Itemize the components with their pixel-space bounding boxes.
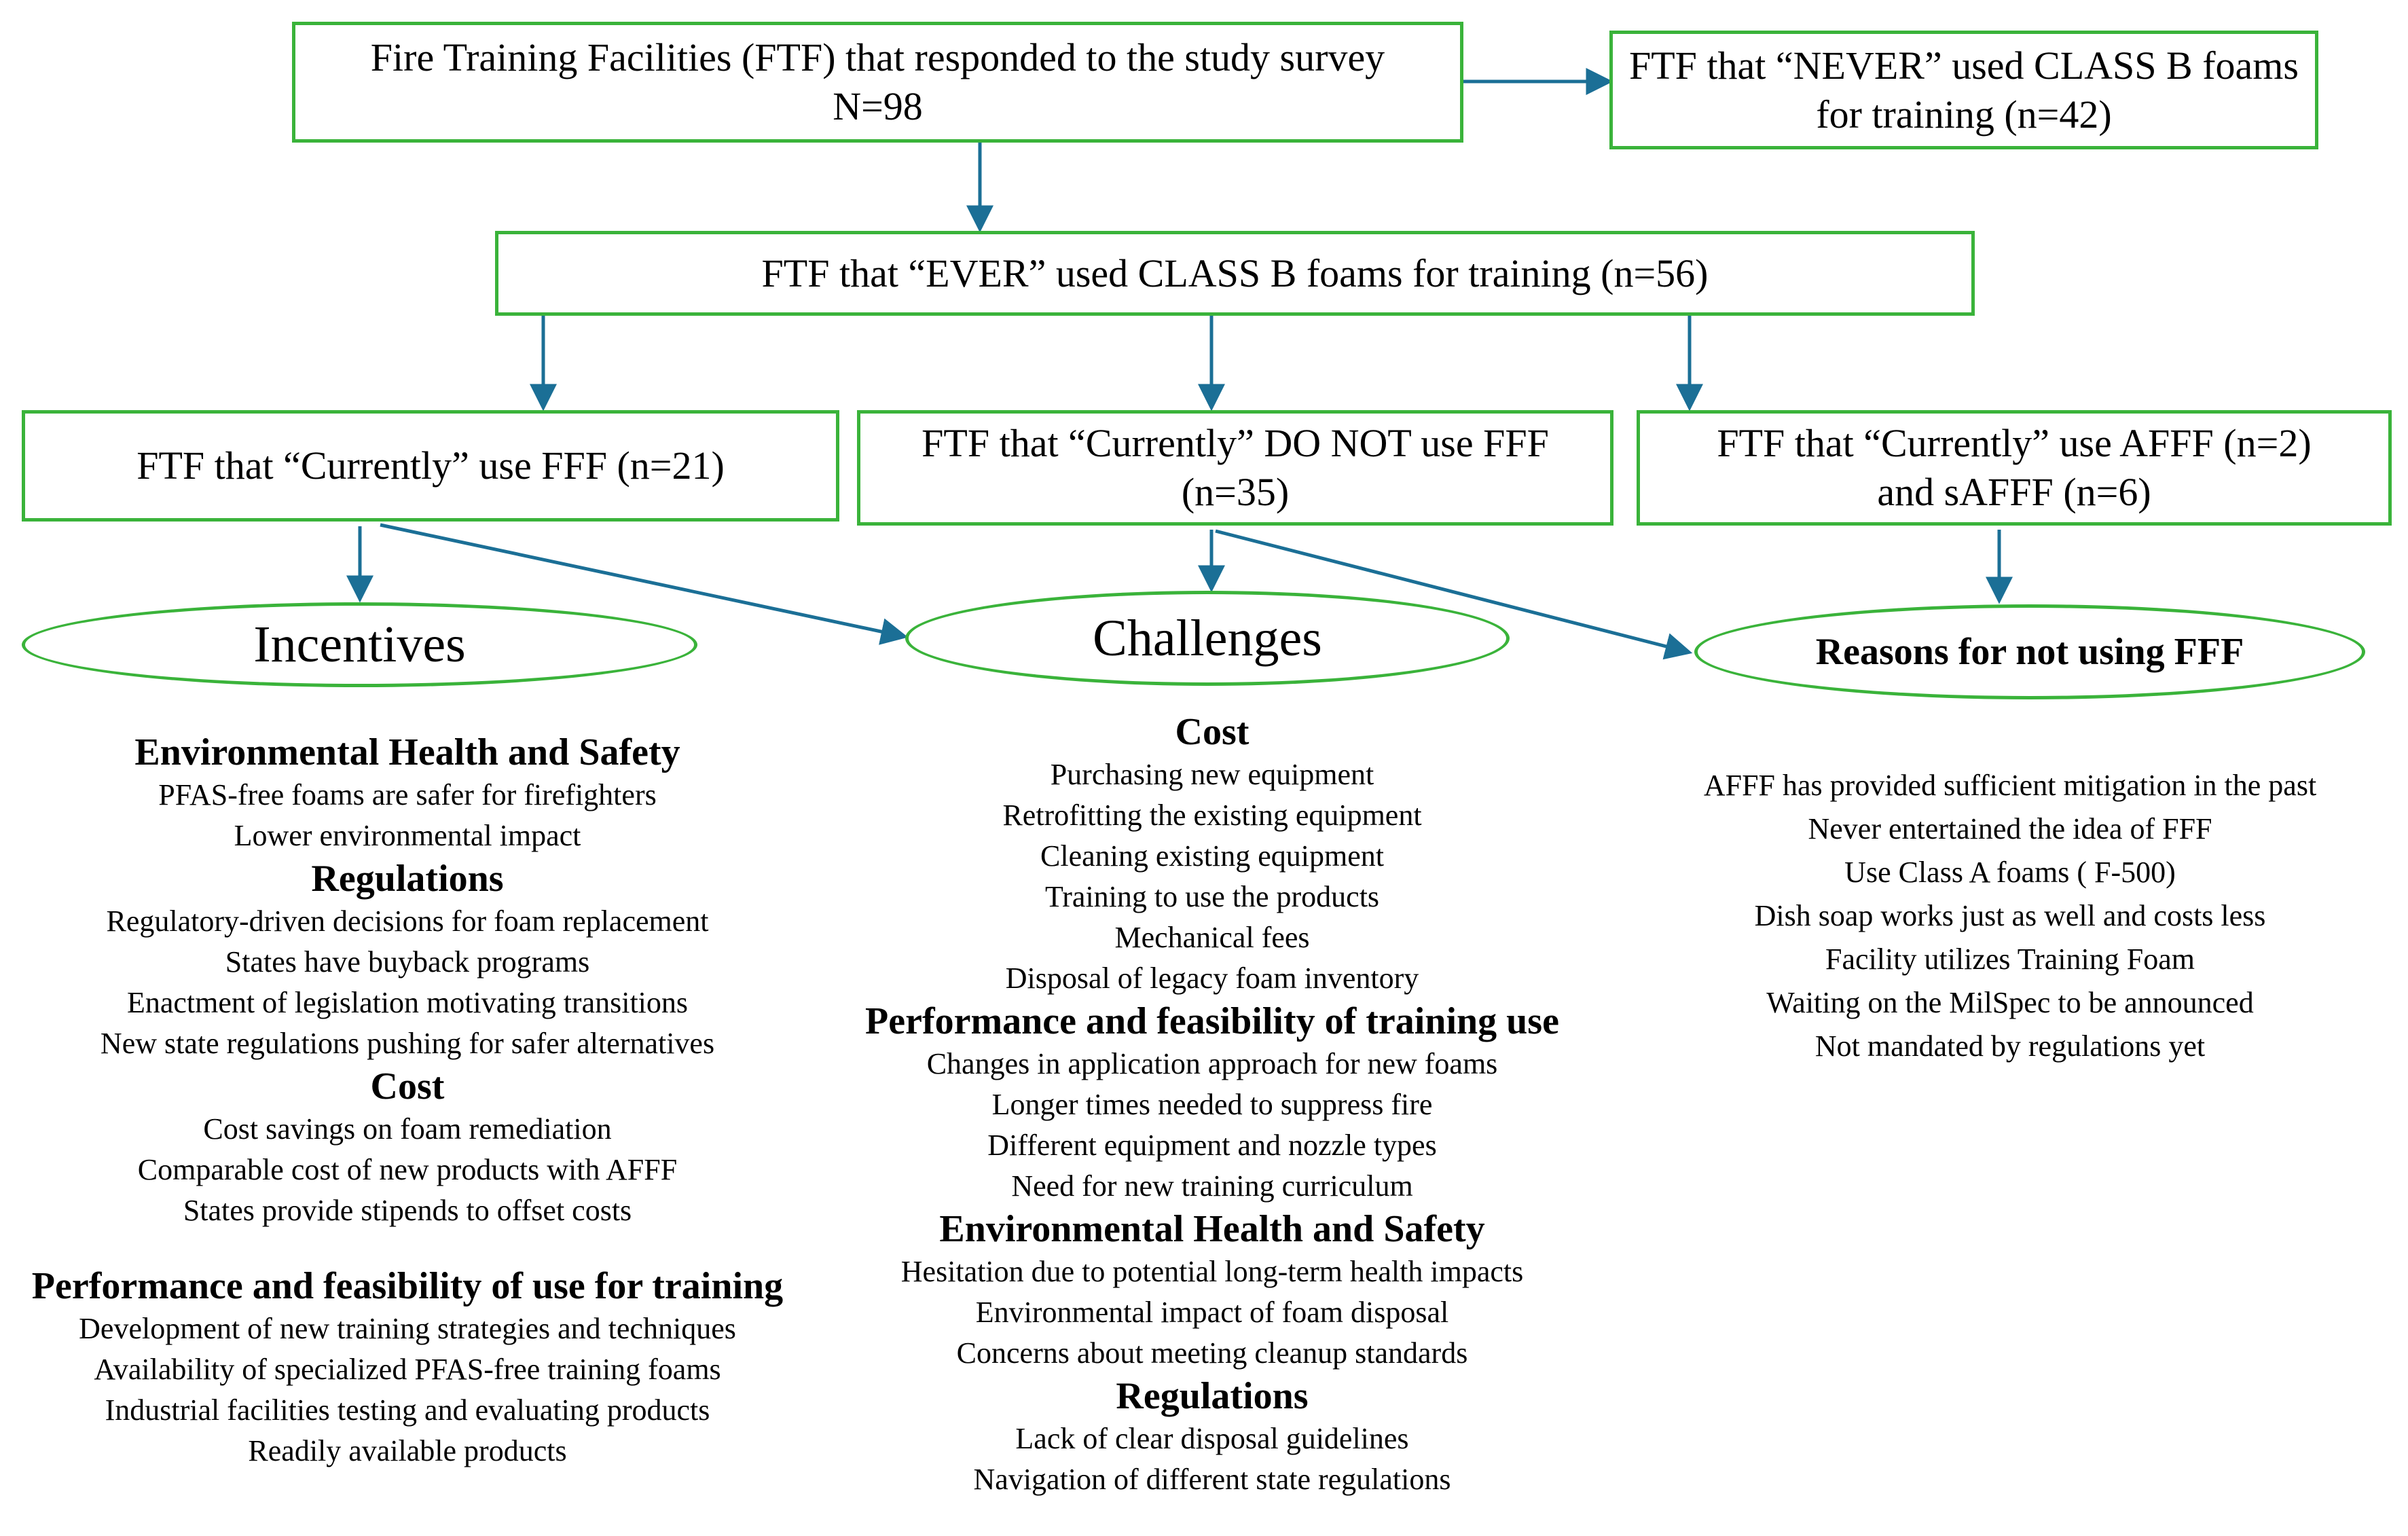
challenges-item: Environmental impact of foam disposal xyxy=(975,1296,1449,1329)
incentives-item: Lower environmental impact xyxy=(234,819,581,852)
oval-challenges: Challenges xyxy=(905,591,1510,686)
incentives-list: Environmental Health and Safety PFAS-fre… xyxy=(20,730,795,1471)
reasons-item: Facility utilizes Training Foam xyxy=(1825,943,2195,976)
challenges-item: Changes in application approach for new … xyxy=(926,1047,1498,1080)
box-survey-respondents-line2: N=98 xyxy=(833,84,923,128)
oval-challenges-label: Challenges xyxy=(1093,609,1322,667)
incentives-item: Regulatory-driven decisions for foam rep… xyxy=(106,904,709,938)
incentives-item: Readily available products xyxy=(248,1434,567,1467)
box-currently-use-afff: FTF that “Currently” use AFFF (n=2) and … xyxy=(1637,410,2392,526)
box-never-used-line2: for training (n=42) xyxy=(1816,92,2112,136)
box-survey-respondents: Fire Training Facilities (FTF) that resp… xyxy=(292,22,1463,143)
box-survey-respondents-line1: Fire Training Facilities (FTF) that resp… xyxy=(370,35,1385,79)
reasons-item: Dish soap works just as well and costs l… xyxy=(1754,899,2266,932)
box-never-used-line1: FTF that “NEVER” used CLASS B foams xyxy=(1629,43,2299,88)
challenges-item: Training to use the products xyxy=(1044,880,1380,913)
reasons-item: Never entertained the idea of FFF xyxy=(1808,812,2212,845)
challenges-item: Concerns about meeting cleanup standards xyxy=(956,1336,1468,1370)
challenges-heading: Performance and feasibility of training … xyxy=(865,1000,1559,1042)
oval-reasons-label: Reasons for not using FFF xyxy=(1815,631,2244,673)
box-never-used: FTF that “NEVER” used CLASS B foams for … xyxy=(1609,31,2318,149)
arrow-notfff-to-reasons xyxy=(1215,529,1693,660)
box-currently-use-fff-label: FTF that “Currently” use FFF (n=21) xyxy=(136,443,725,488)
challenges-item: Longer times needed to suppress fire xyxy=(991,1088,1433,1121)
incentives-item: States provide stipends to offset costs xyxy=(183,1194,632,1227)
reasons-list: AFFF has provided sufficient mitigation … xyxy=(1630,764,2390,1068)
box-currently-not-use-fff: FTF that “Currently” DO NOT use FFF (n=3… xyxy=(857,410,1613,526)
challenges-item: Lack of clear disposal guidelines xyxy=(1015,1422,1409,1455)
challenges-item: Retrofitting the existing equipment xyxy=(1002,799,1422,832)
challenges-heading: Environmental Health and Safety xyxy=(939,1208,1485,1250)
challenges-item: Different equipment and nozzle types xyxy=(987,1129,1437,1162)
incentives-item: New state regulations pushing for safer … xyxy=(100,1027,715,1060)
challenges-item: Disposal of legacy foam inventory xyxy=(1005,962,1419,995)
incentives-heading: Cost xyxy=(370,1065,445,1108)
box-currently-not-use-fff-line2: (n=35) xyxy=(1181,470,1290,514)
incentives-item: Comparable cost of new products with AFF… xyxy=(137,1153,678,1186)
box-currently-use-afff-line2: and sAFFF (n=6) xyxy=(1877,470,2151,514)
challenges-item: Hesitation due to potential long-term he… xyxy=(900,1255,1524,1288)
challenges-item: Need for new training curriculum xyxy=(1011,1169,1413,1203)
box-currently-use-afff-line1: FTF that “Currently” use AFFF (n=2) xyxy=(1717,421,2312,465)
incentives-item: PFAS-free foams are safer for firefighte… xyxy=(158,778,657,811)
incentives-item: Cost savings on foam remediation xyxy=(203,1112,612,1146)
challenges-item: Purchasing new equipment xyxy=(1050,758,1374,791)
challenges-item: Navigation of different state regulation… xyxy=(973,1463,1451,1496)
challenges-heading: Regulations xyxy=(1116,1375,1309,1417)
reasons-item: Use Class A foams ( F-500) xyxy=(1844,856,2176,889)
challenges-item: Mechanical fees xyxy=(1114,921,1310,954)
incentives-item: Availability of specialized PFAS-free tr… xyxy=(94,1353,721,1386)
box-ever-used-label: FTF that “EVER” used CLASS B foams for t… xyxy=(761,251,1709,295)
incentives-heading: Regulations xyxy=(311,858,504,900)
oval-reasons: Reasons for not using FFF xyxy=(1694,604,2365,699)
incentives-item: States have buyback programs xyxy=(225,945,590,979)
oval-incentives-label: Incentives xyxy=(253,616,466,673)
incentives-item: Enactment of legislation motivating tran… xyxy=(126,986,689,1019)
incentives-heading: Environmental Health and Safety xyxy=(134,731,680,773)
incentives-item: Development of new training strategies a… xyxy=(79,1312,736,1345)
box-ever-used: FTF that “EVER” used CLASS B foams for t… xyxy=(495,231,1975,316)
spacer xyxy=(20,1231,795,1264)
reasons-item: Not mandated by regulations yet xyxy=(1814,1029,2206,1063)
incentives-item: Industrial facilities testing and evalua… xyxy=(105,1393,710,1427)
box-currently-not-use-fff-line1: FTF that “Currently” DO NOT use FFF xyxy=(922,421,1549,465)
challenges-item: Cleaning existing equipment xyxy=(1040,839,1384,873)
incentives-heading: Performance and feasibility of use for t… xyxy=(31,1265,784,1307)
box-currently-use-fff: FTF that “Currently” use FFF (n=21) xyxy=(22,410,839,522)
reasons-item: Waiting on the MilSpec to be announced xyxy=(1766,986,2254,1019)
oval-incentives: Incentives xyxy=(22,602,697,687)
challenges-list: Cost Purchasing new equipment Retrofitti… xyxy=(835,710,1589,1500)
reasons-item: AFFF has provided sufficient mitigation … xyxy=(1703,769,2317,802)
arrow-fff-to-challenges xyxy=(380,523,909,645)
challenges-heading: Cost xyxy=(1175,711,1249,753)
